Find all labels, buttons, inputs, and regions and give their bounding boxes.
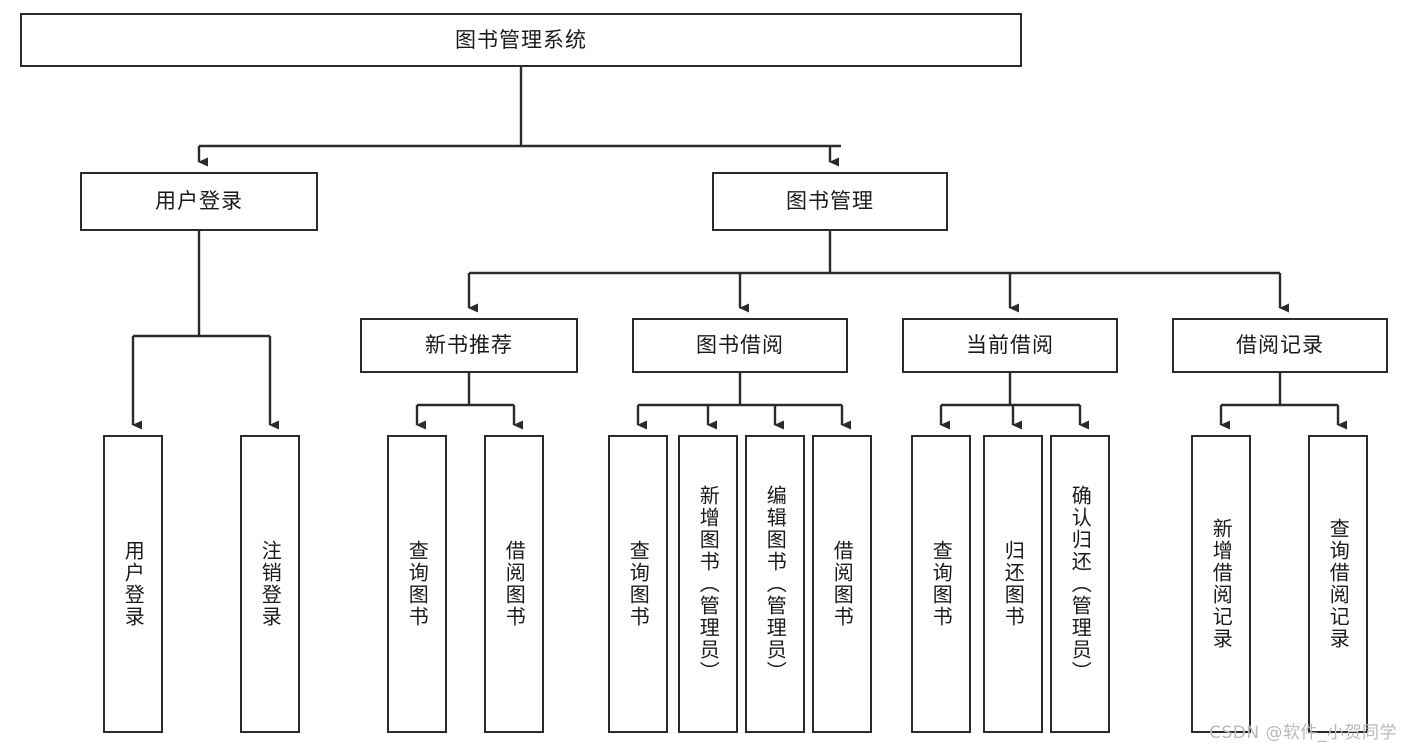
node-label: 当前借阅: [966, 333, 1054, 358]
node-leaf-return-book[interactable]: 归还图书: [983, 435, 1043, 733]
node-label: 新书推荐: [425, 333, 513, 358]
node-label: 新增图书（管理员）: [696, 485, 721, 683]
node-leaf-user-logout[interactable]: 注销登录: [240, 435, 300, 733]
node-book-borrow[interactable]: 图书借阅: [632, 318, 848, 373]
node-label: 图书管理: [786, 189, 874, 214]
node-label: 用户登录: [155, 189, 243, 214]
node-label: 查询图书: [626, 540, 651, 628]
node-leaf-query-book-current[interactable]: 查询图书: [911, 435, 971, 733]
node-leaf-query-borrow-record[interactable]: 查询借阅记录: [1308, 435, 1368, 733]
node-leaf-user-login[interactable]: 用户登录: [103, 435, 163, 733]
node-leaf-query-book[interactable]: 查询图书: [608, 435, 668, 733]
csdn-watermark: CSDN @软件_小贺同学: [1209, 723, 1397, 743]
node-label: 借阅图书: [502, 540, 527, 628]
node-label: 确认归还（管理员）: [1068, 485, 1093, 683]
node-new-book-recommend[interactable]: 新书推荐: [360, 318, 578, 373]
node-leaf-add-book-admin[interactable]: 新增图书（管理员）: [678, 435, 738, 733]
node-label: 查询图书: [405, 540, 430, 628]
node-book-manage[interactable]: 图书管理: [712, 172, 948, 231]
node-leaf-lend-book[interactable]: 借阅图书: [812, 435, 872, 733]
node-label: 查询图书: [929, 540, 954, 628]
node-label: 图书借阅: [696, 333, 784, 358]
node-user-login[interactable]: 用户登录: [80, 172, 318, 231]
node-leaf-add-borrow-record[interactable]: 新增借阅记录: [1191, 435, 1251, 733]
node-label: 注销登录: [258, 540, 283, 628]
node-label: 编辑图书（管理员）: [763, 485, 788, 683]
node-current-borrow[interactable]: 当前借阅: [902, 318, 1118, 373]
node-root-system[interactable]: 图书管理系统: [20, 13, 1022, 67]
node-leaf-borrow-book-rec[interactable]: 借阅图书: [484, 435, 544, 733]
node-borrow-record[interactable]: 借阅记录: [1172, 318, 1388, 373]
node-label: 用户登录: [121, 540, 146, 628]
node-label: 新增借阅记录: [1209, 518, 1234, 650]
node-label: 图书管理系统: [455, 27, 587, 52]
node-label: 借阅图书: [830, 540, 855, 628]
node-label: 归还图书: [1001, 540, 1026, 628]
node-leaf-edit-book-admin[interactable]: 编辑图书（管理员）: [745, 435, 805, 733]
node-label: 查询借阅记录: [1326, 518, 1351, 650]
node-leaf-confirm-return-admin[interactable]: 确认归还（管理员）: [1050, 435, 1110, 733]
node-label: 借阅记录: [1236, 333, 1324, 358]
node-leaf-query-book-rec[interactable]: 查询图书: [387, 435, 447, 733]
